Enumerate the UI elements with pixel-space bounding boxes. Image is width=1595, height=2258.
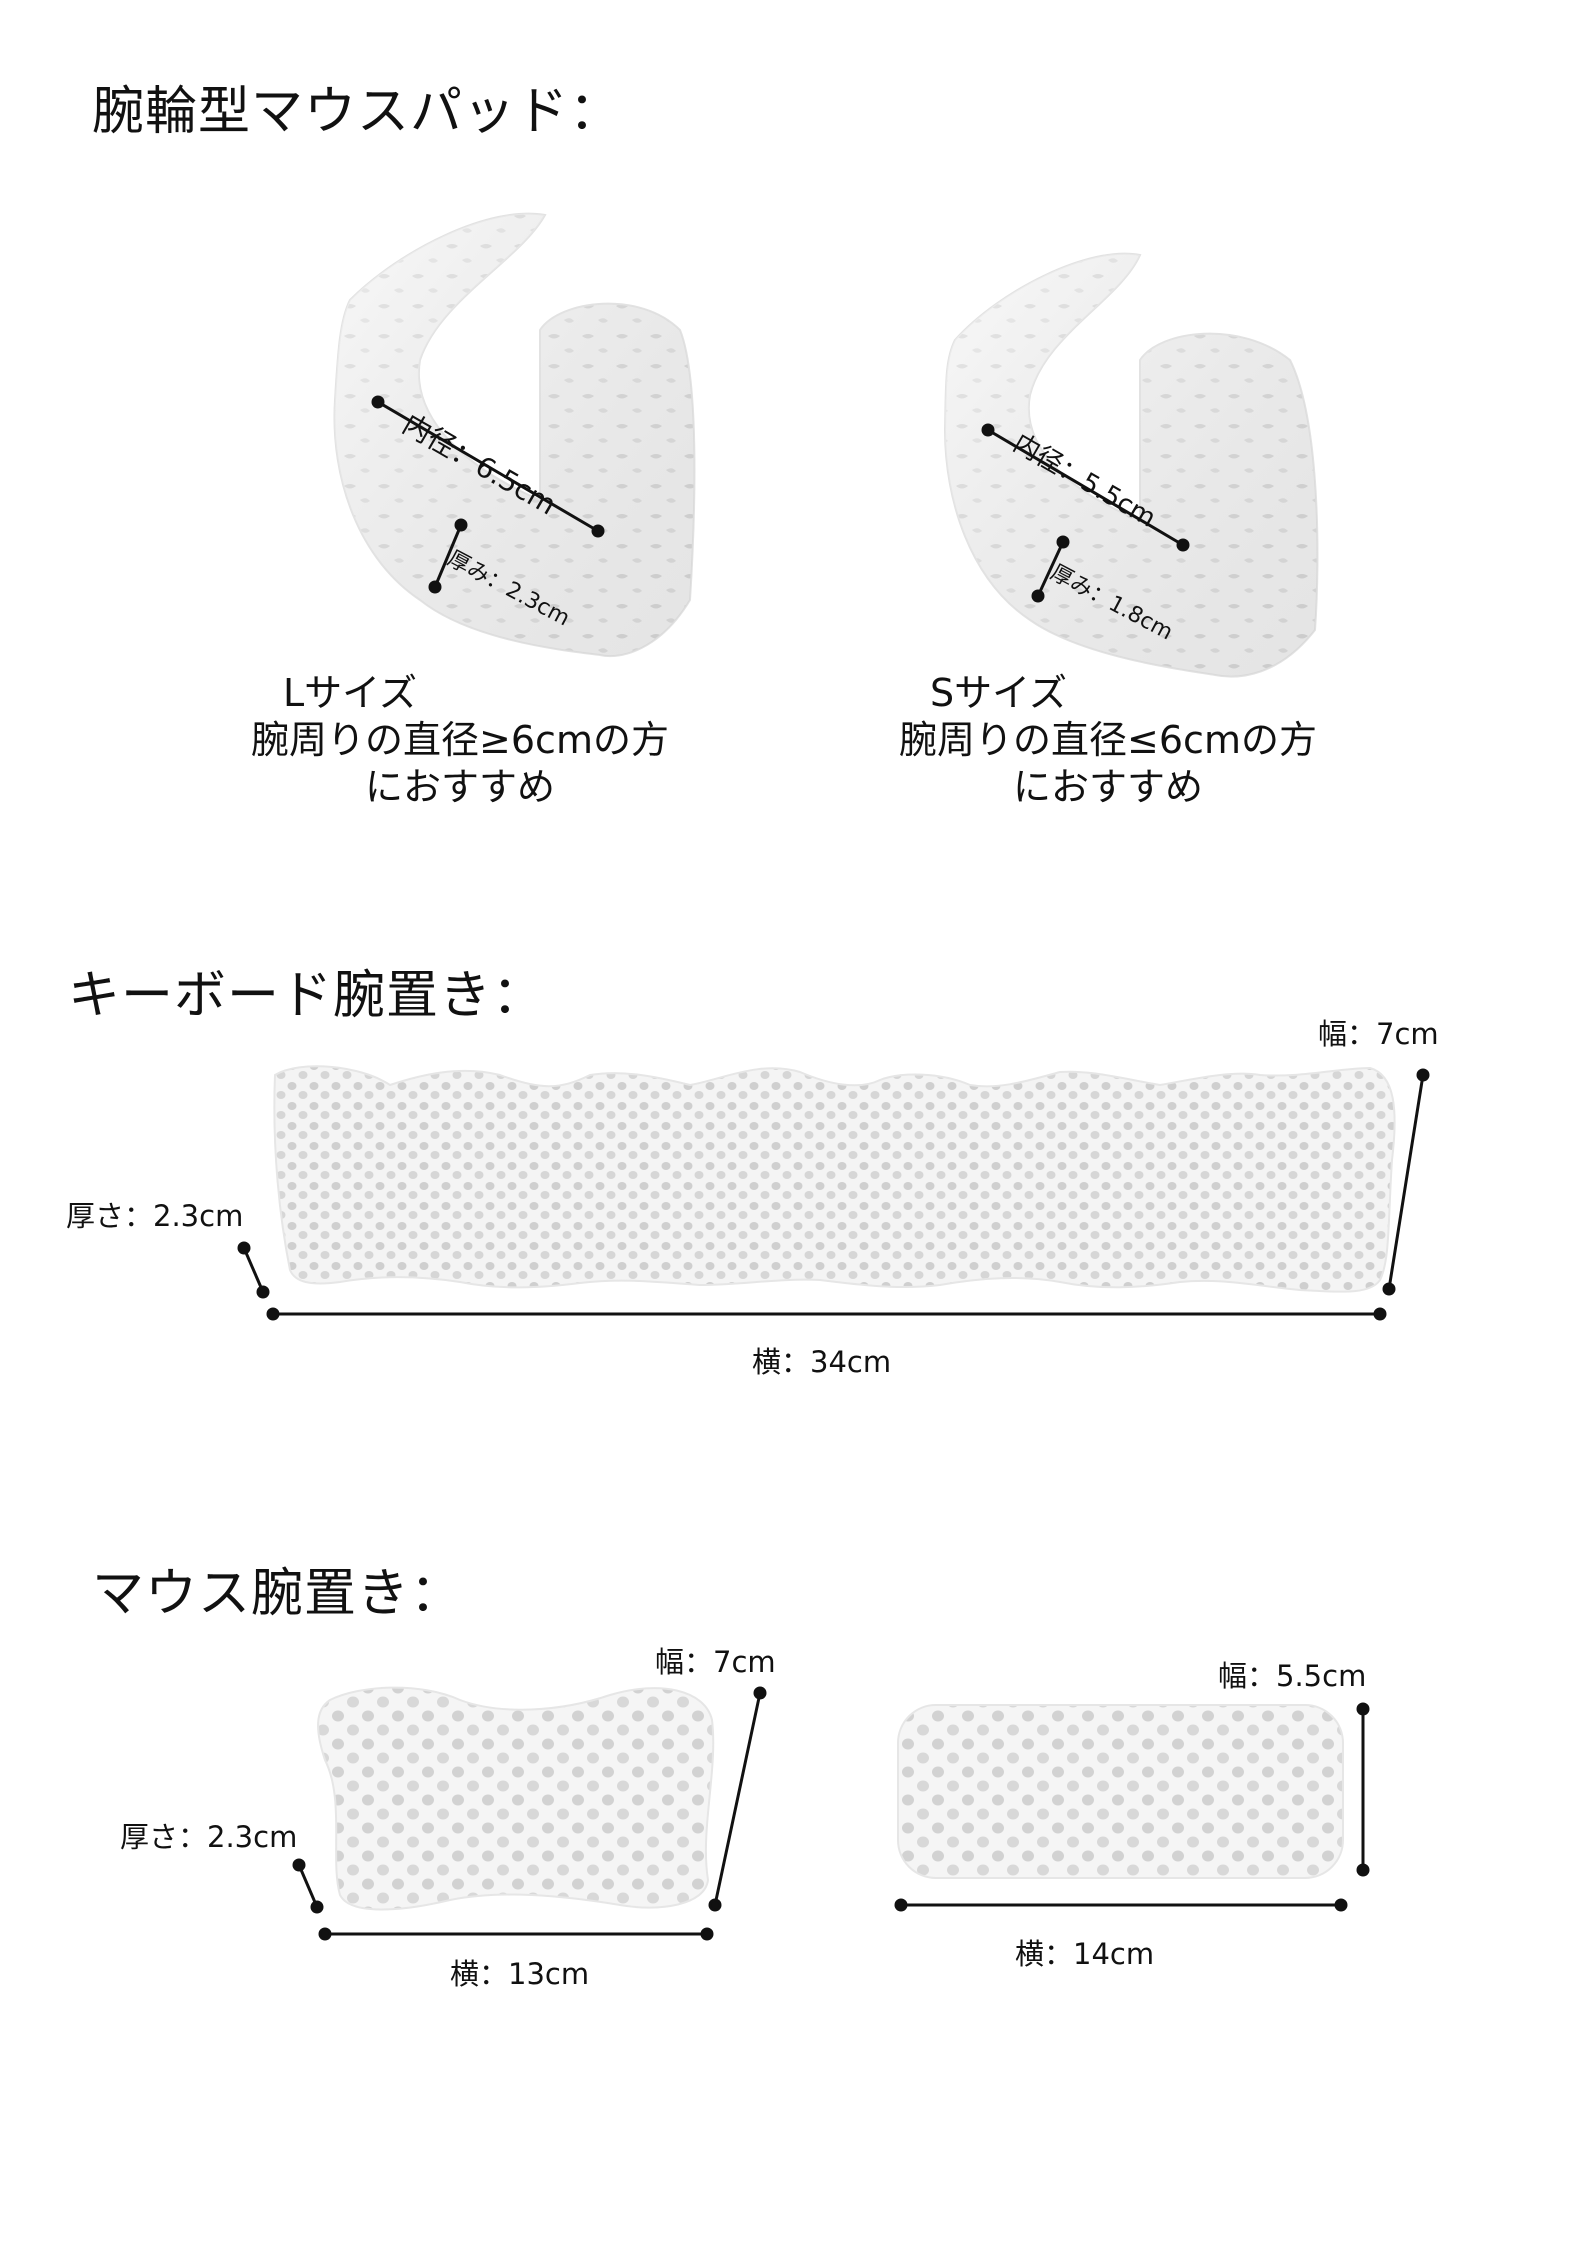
- bracelet-s-caption: 腕周りの直径≤6cmの方 におすすめ: [888, 717, 1328, 811]
- keyboard-rest-thickness-label: 厚さ：2.3cm: [66, 1199, 244, 1233]
- bracelet-l-diameter-line: [371, 395, 605, 538]
- mouse-rest-right-image: [897, 1704, 1344, 1879]
- mouse-rest-right-length-line: [894, 1898, 1348, 1912]
- keyboard-rest-image: [273, 1065, 1396, 1293]
- mouse-rest-right-width-line: [1356, 1702, 1370, 1877]
- mouse-rest-left-width-line: [708, 1686, 767, 1912]
- mouse-rest-left-length-line: [318, 1927, 714, 1941]
- bracelet-l-size-label: Lサイズ: [283, 671, 418, 715]
- bracelet-s-image: [943, 252, 1319, 678]
- bracelet-l-thickness-line: [428, 518, 468, 594]
- mouse-rest-left-thickness-line: [292, 1858, 324, 1914]
- keyboard-rest-length-label: 横：34cm: [752, 1345, 892, 1379]
- mouse-rest-right-length-label: 横：14cm: [1015, 1937, 1155, 1971]
- keyboard-rest-section-title: キーボード腕置き：: [68, 966, 546, 1026]
- mouse-rest-right-width-label: 幅：5.5cm: [1218, 1659, 1367, 1693]
- bracelet-s-thickness-line: [1031, 535, 1070, 603]
- keyboard-rest-width-line: [1382, 1068, 1430, 1296]
- mouse-rest-left-thickness-label: 厚さ：2.3cm: [120, 1820, 298, 1854]
- bracelet-s-size-label: Sサイズ: [930, 671, 1067, 715]
- keyboard-rest-width-label: 幅：7cm: [1318, 1017, 1439, 1051]
- mouse-rest-left-width-label: 幅：7cm: [655, 1645, 776, 1679]
- bracelet-l-caption-line1: 腕周りの直径≥6cmの方: [251, 718, 669, 762]
- bracelet-l-image: [333, 212, 696, 658]
- bracelet-section-title: 腕輪型マウスパッド：: [92, 82, 623, 142]
- keyboard-rest-length-line: [266, 1307, 1387, 1321]
- bracelet-s-diameter-line: [981, 423, 1190, 552]
- mouse-rest-section-title: マウス腕置き：: [92, 1564, 464, 1624]
- mouse-rest-left-image: [317, 1686, 715, 1911]
- bracelet-l-caption-line2: におすすめ: [364, 765, 555, 809]
- bracelet-s-caption-line1: 腕周りの直径≤6cmの方: [899, 718, 1317, 762]
- bracelet-l-caption: 腕周りの直径≥6cmの方 におすすめ: [240, 717, 680, 811]
- mouse-rest-left-length-label: 横：13cm: [450, 1957, 590, 1991]
- bracelet-s-caption-line2: におすすめ: [1012, 765, 1203, 809]
- keyboard-rest-thickness-line: [237, 1241, 270, 1299]
